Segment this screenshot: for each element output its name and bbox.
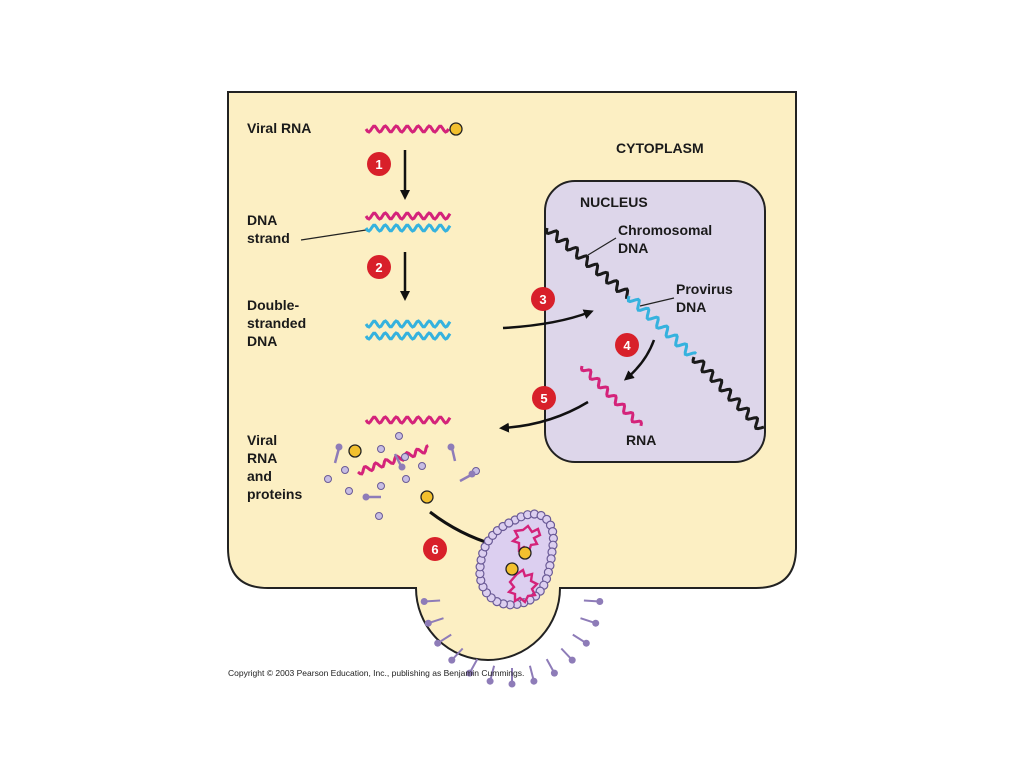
envelope-spikes: [420, 598, 604, 688]
virus-rna-2: [506, 568, 540, 604]
arrow-step-4: [623, 339, 656, 381]
capsid-bead: [504, 518, 514, 528]
label-viral-rna: Viral RNA: [247, 120, 311, 136]
dna-strand-rna: [364, 211, 452, 221]
envelope-spike-head: [550, 669, 558, 677]
label-nucleus: NUCLEUS: [580, 194, 648, 210]
virus-enzyme-1: [518, 546, 532, 560]
svg-text:2: 2: [375, 260, 382, 275]
envelope-spike-head: [424, 619, 432, 627]
step-badge-3: 3: [531, 287, 555, 311]
viral-rna-strand: [364, 124, 450, 134]
nuclear-rna-strand: [579, 365, 643, 427]
envelope-spike-head: [466, 669, 474, 677]
envelope-spike-head: [592, 619, 600, 627]
budding-virus: [420, 509, 604, 688]
leader-provirus-dna: [639, 297, 675, 307]
chromosomal-dna-lower: [691, 356, 765, 431]
label-cytoplasm: CYTOPLASM: [616, 140, 704, 156]
free-rna-strand: [357, 444, 429, 476]
double-dna-strand-1: [364, 319, 452, 329]
envelope-spike-head: [582, 639, 590, 647]
svg-text:1: 1: [375, 157, 382, 172]
dna-strand-dna: [364, 223, 452, 233]
new-viral-rna-strand: [364, 415, 452, 425]
viral-protein-lollipops: [333, 443, 476, 501]
envelope-spike-head: [596, 598, 604, 605]
envelope-spike-head: [508, 680, 516, 688]
viral-proteins-scatter: [324, 432, 480, 520]
label-dna-strand: DNA strand: [247, 212, 290, 246]
nucleus: [544, 180, 766, 463]
leader-chromosomal-dna: [587, 237, 617, 256]
svg-text:4: 4: [623, 338, 631, 353]
envelope-spike-head: [568, 656, 576, 664]
virus-rna-1: [510, 524, 542, 554]
virus-enzyme-2: [505, 562, 519, 576]
label-provirus-dna: Provirus DNA: [676, 281, 737, 315]
step-badge-6: 6: [423, 537, 447, 561]
leader-dna-strand: [300, 229, 367, 241]
envelope-spike-head: [448, 656, 456, 664]
double-dna-strand-2: [364, 331, 452, 341]
step-badge-2: 2: [367, 255, 391, 279]
gold-enzymes: [348, 444, 434, 504]
svg-text:6: 6: [431, 542, 438, 557]
step-badge-1: 1: [367, 152, 391, 176]
svg-text:3: 3: [539, 292, 546, 307]
label-viral-rna-proteins: Viral RNA and proteins: [247, 432, 302, 502]
svg-text:5: 5: [540, 391, 547, 406]
envelope-spike-head: [434, 639, 442, 647]
envelope-spike-head: [530, 677, 538, 685]
label-chromosomal-dna: Chromosomal DNA: [618, 222, 716, 256]
step-badge-5: 5: [532, 386, 556, 410]
arrow-step-5: [499, 400, 589, 433]
viral-rna-cap: [449, 122, 463, 136]
label-rna: RNA: [626, 432, 656, 448]
copyright-notice: Copyright © 2003 Pearson Education, Inc.…: [228, 668, 525, 678]
envelope-spike-head: [420, 598, 428, 605]
step-badge-4: 4: [615, 333, 639, 357]
provirus-dna-strand: [626, 295, 698, 357]
label-double-stranded-dna: Double- stranded DNA: [247, 297, 310, 349]
envelope-spike-head: [486, 677, 494, 685]
arrow-step-3: [502, 309, 594, 330]
chromosomal-dna-upper: [544, 227, 630, 299]
